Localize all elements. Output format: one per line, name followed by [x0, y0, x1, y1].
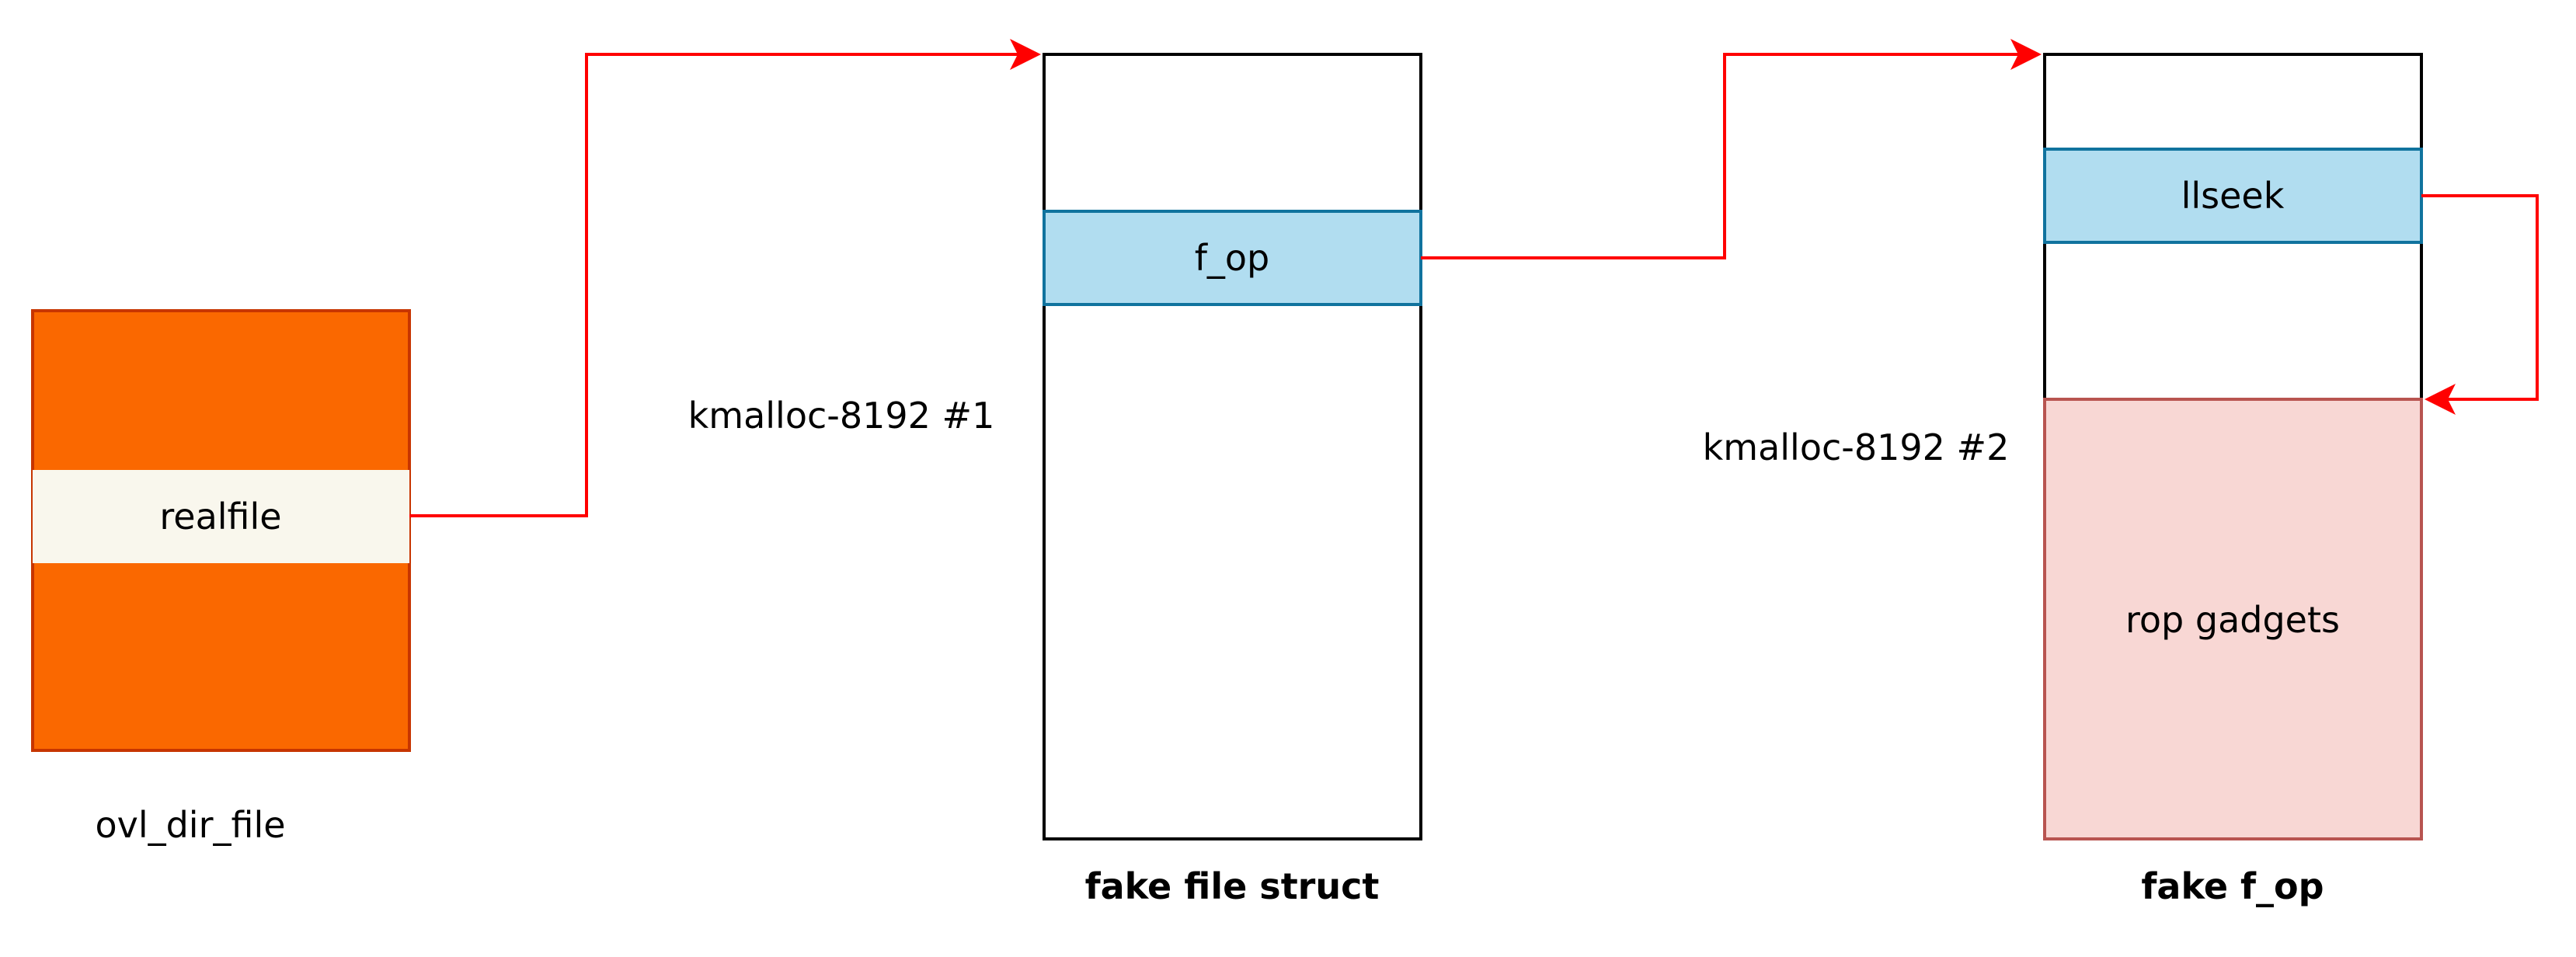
realfile-field: [33, 470, 409, 563]
f-op-field: [1043, 210, 1422, 306]
fake-file-struct-label: fake file struct: [1085, 865, 1380, 907]
ovl-dir-file-struct: realfile: [31, 309, 411, 752]
slab-label-1: kmalloc-8192 #1: [688, 395, 995, 437]
f-op-field-label: f_op: [1195, 237, 1270, 279]
arrow-f-op-to-fake-f-op: [1421, 39, 2042, 259]
realfile-field-label: realfile: [159, 496, 281, 538]
rop-gadgets-label: rop gadgets: [2125, 599, 2340, 641]
fake-file-struct: f_op: [1043, 53, 1422, 840]
fake-f-op-struct: llseek rop gadgets: [2043, 53, 2423, 840]
slab-label-2: kmalloc-8192 #2: [1703, 426, 2010, 468]
arrow-llseek-to-rop-gadgets: [2421, 194, 2539, 415]
llseek-field: [2043, 148, 2423, 244]
ovl-dir-file-label: ovl_dir_file: [95, 804, 285, 846]
arrow-realfile-to-fake-file: [409, 39, 1041, 517]
fake-file-struct-box: [1043, 53, 1422, 840]
fake-f-op-label: fake f_op: [2141, 865, 2324, 907]
llseek-field-label: llseek: [2181, 175, 2285, 217]
rop-gadgets-region: [2043, 398, 2423, 840]
